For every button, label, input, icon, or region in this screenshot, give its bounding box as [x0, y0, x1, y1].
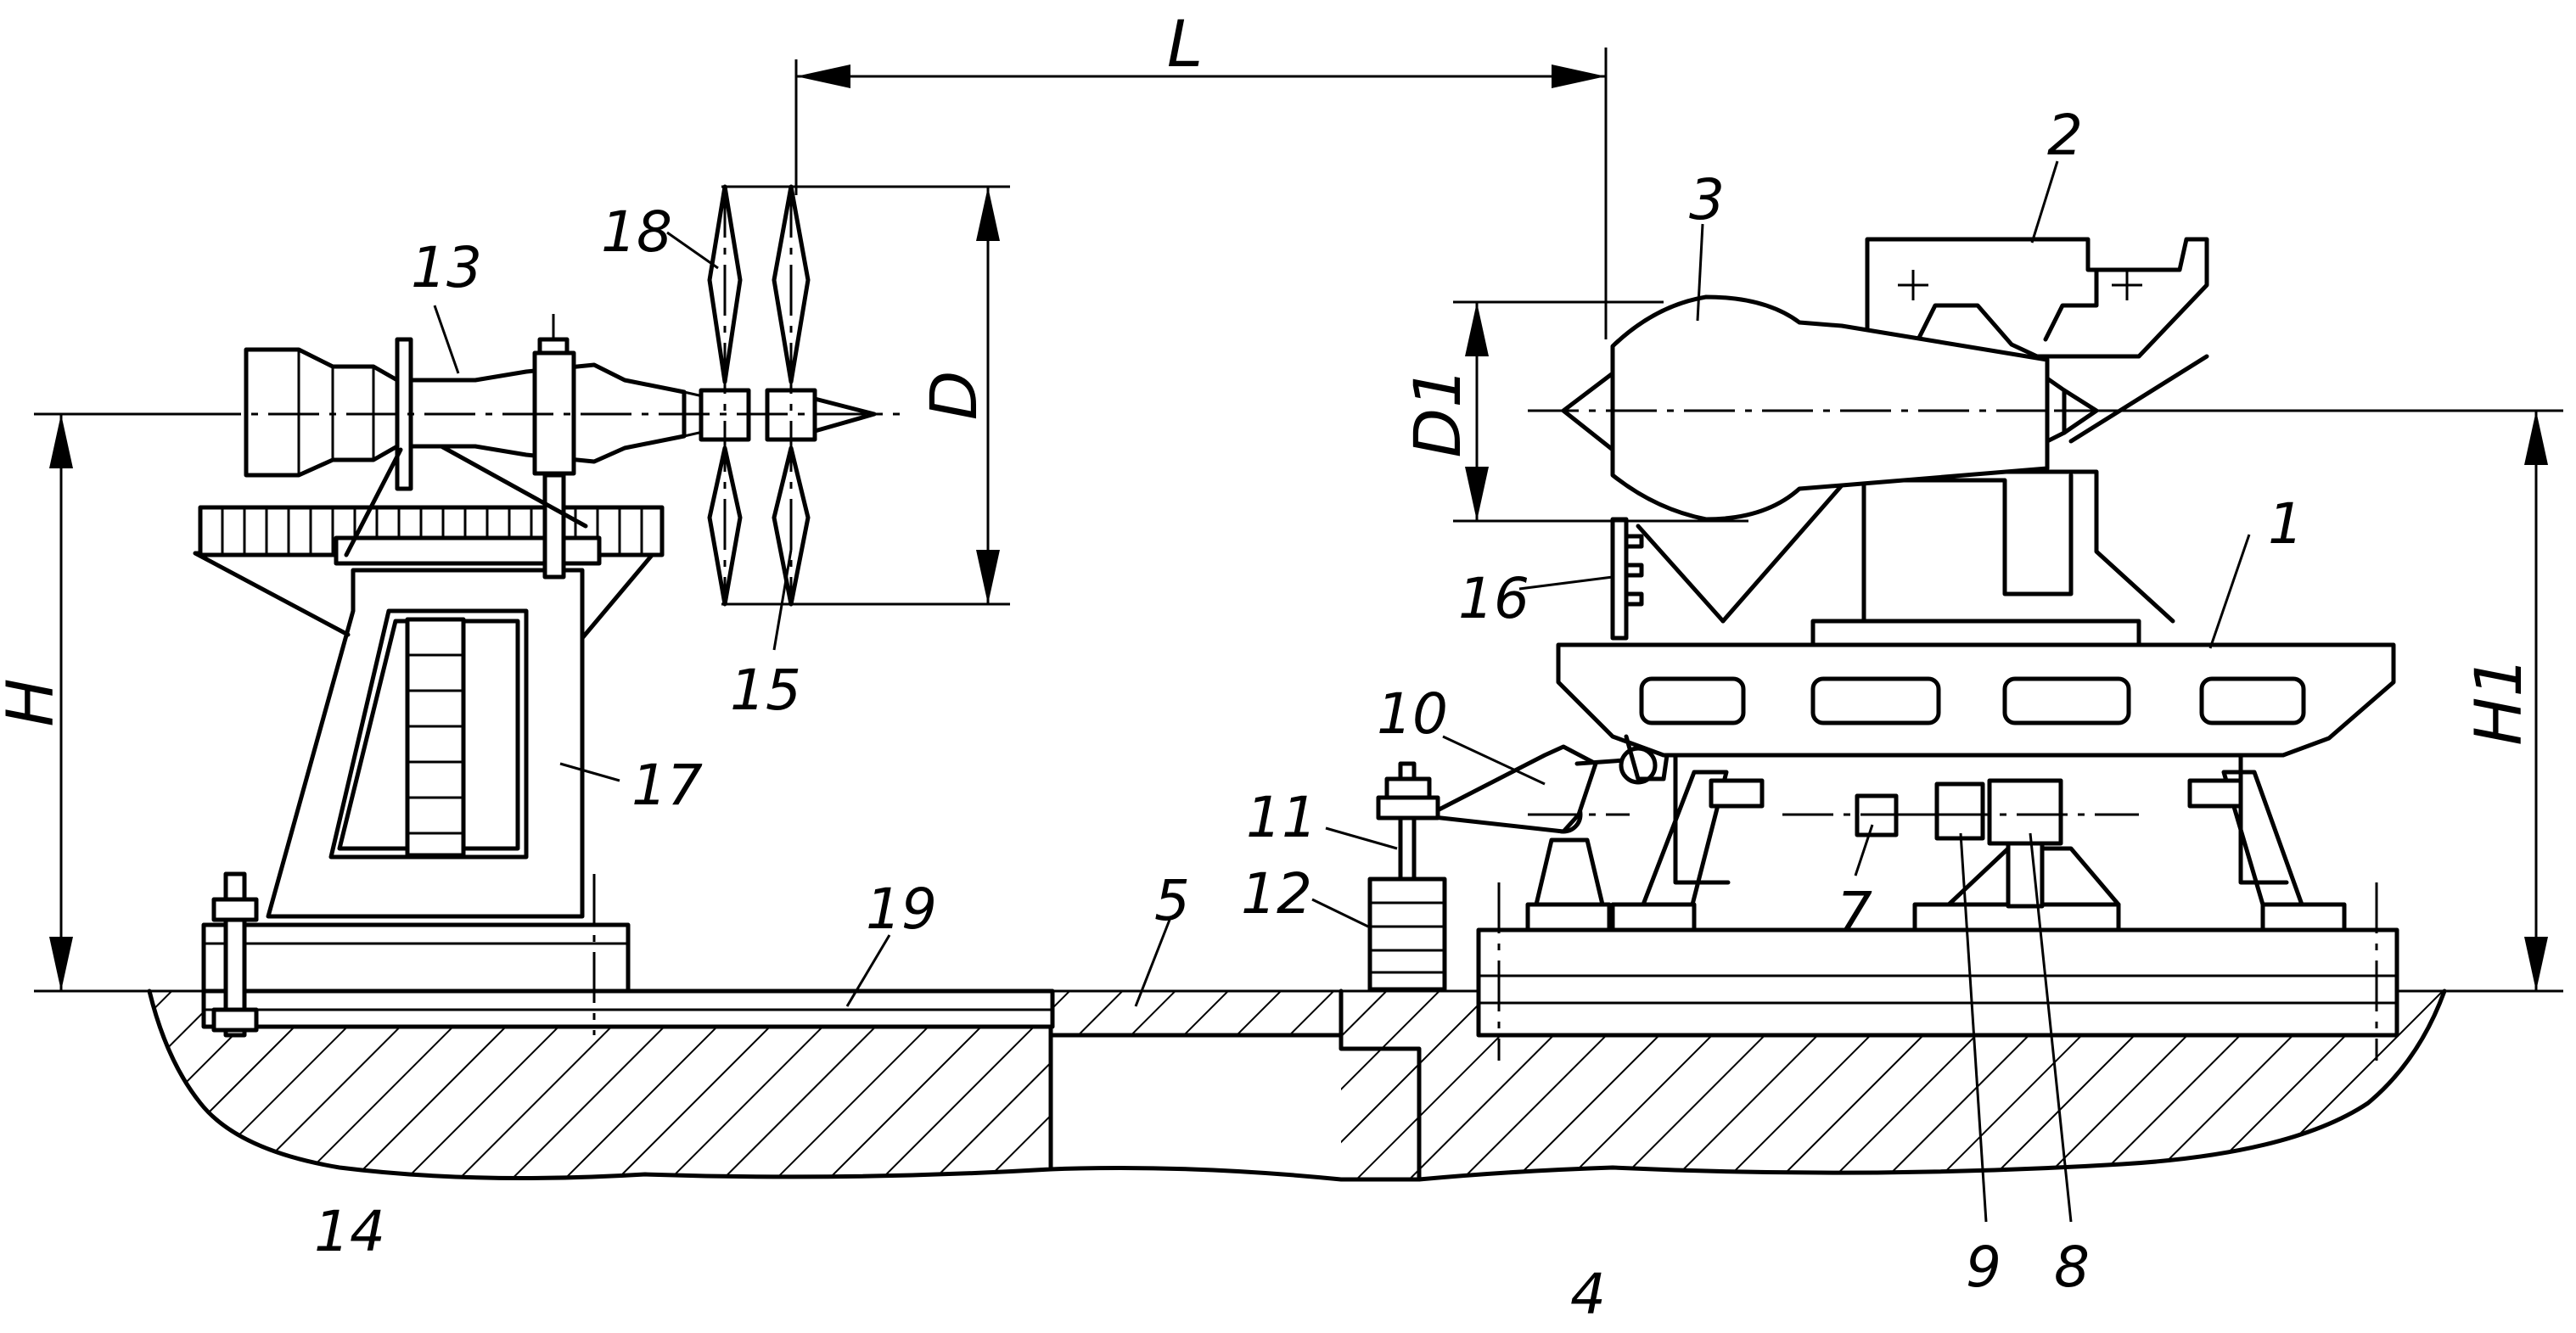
leader-10 [1443, 737, 1545, 784]
dim-L-arrow-right [1552, 64, 1606, 88]
callout-14: 14 [314, 1199, 385, 1264]
damper-left [1711, 781, 1762, 806]
leader-12 [1312, 899, 1368, 927]
leader-16 [1519, 577, 1613, 589]
left-base-plate [204, 925, 628, 991]
callout-2: 2 [2047, 103, 2083, 168]
right-base-frame [1479, 930, 2397, 1035]
dim-H1-label: H1 [2461, 656, 2536, 746]
dim-D1-arrow-top [1465, 302, 1489, 356]
instrument-rack-tick [1626, 594, 1642, 604]
platform-top-plate [1813, 621, 2139, 645]
support-8 [1990, 781, 2061, 843]
left-stand [34, 187, 900, 1035]
column-bracket-left [195, 553, 348, 635]
dim-H1-arrow-top [2524, 411, 2548, 465]
callout-16: 16 [1458, 566, 1529, 631]
weight-rod-nut [1378, 798, 1438, 818]
vertical-shaft-nut [540, 339, 567, 353]
platform-1 [1558, 645, 2394, 755]
rocker-lever-10 [1426, 747, 1596, 832]
callout-1: 1 [2268, 491, 2304, 557]
callout-11: 11 [1246, 785, 1317, 850]
dim-D1-arrow-bottom [1465, 467, 1489, 521]
right-stand [1370, 239, 2397, 1061]
dimension-H: H [0, 414, 221, 991]
rocker-pedestal [1536, 840, 1602, 905]
vertical-shaft [545, 475, 564, 577]
foot [1613, 905, 1694, 930]
dim-L-arrow-left [796, 64, 850, 88]
callout-12: 12 [1241, 861, 1312, 927]
callout-15: 15 [730, 658, 801, 723]
instrument-rack-tick [1626, 536, 1642, 546]
column-rack [407, 619, 463, 855]
dim-H-arrow-bottom [49, 937, 73, 991]
pit-cover-hatch [1051, 991, 1341, 1035]
callout-10: 10 [1377, 681, 1448, 747]
leader-18 [667, 232, 718, 268]
callout-19: 19 [866, 877, 937, 942]
damper-right [2190, 781, 2241, 806]
callout-5: 5 [1154, 868, 1190, 933]
upper-frame-inner [1864, 475, 2071, 621]
dimension-L: L [796, 6, 1606, 339]
dim-H-label: H [0, 678, 68, 726]
leader-11 [1326, 828, 1397, 849]
engine-13 [246, 350, 684, 475]
dimension-D: D [721, 187, 1010, 604]
engine-3-body [1613, 297, 2047, 519]
callout-4: 4 [1570, 1262, 1606, 1327]
leader-1 [2210, 535, 2249, 648]
callout-7: 7 [1837, 880, 1872, 945]
load-cell-9 [1937, 784, 1983, 838]
column-bracket-right [582, 553, 654, 638]
callout-13: 13 [411, 235, 482, 300]
dim-D-label: D [916, 371, 991, 421]
dim-H1-arrow-bottom [2524, 937, 2548, 991]
foot [1528, 905, 1609, 930]
dim-H-arrow-top [49, 414, 73, 468]
dim-D-arrow-bottom [976, 550, 1000, 604]
callout-18: 18 [601, 199, 672, 265]
callout-3: 3 [1689, 167, 1725, 232]
callout-8: 8 [2054, 1235, 2090, 1300]
dim-L-label: L [1167, 6, 1203, 81]
weight-rod-nut-2 [1387, 779, 1429, 798]
leader-13 [435, 305, 458, 373]
callout-9: 9 [1966, 1235, 2001, 1300]
dim-D-arrow-top [976, 187, 1000, 241]
anchor-bolt-nut-bottom [214, 1010, 256, 1030]
instrument-rack-tick [1626, 565, 1642, 575]
leader-2 [2032, 161, 2057, 243]
callout-17: 17 [631, 753, 703, 818]
foot [2263, 905, 2344, 930]
anchor-bolt-nut-top [214, 899, 256, 920]
dim-D1-label: D1 [1400, 367, 1475, 458]
